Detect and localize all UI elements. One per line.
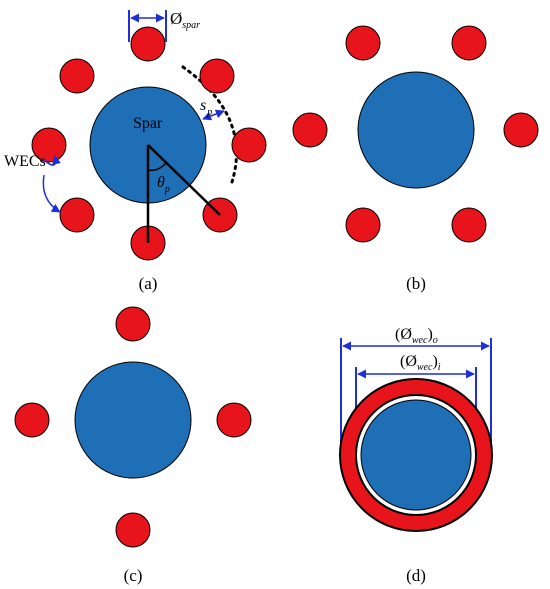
wec-circle bbox=[14, 402, 50, 438]
spar-circle bbox=[357, 71, 475, 189]
spacing-arrow bbox=[202, 109, 225, 121]
caption-c: (c) bbox=[124, 566, 143, 585]
inner-diameter-label: (Øwec)i bbox=[400, 353, 441, 373]
wec-circle bbox=[31, 127, 67, 163]
wec-circle bbox=[130, 26, 166, 62]
wec-circle bbox=[231, 127, 267, 163]
caption-b: (b) bbox=[406, 274, 426, 293]
diameter-spar-label: Øspar bbox=[170, 9, 200, 31]
spacing-label: sp bbox=[200, 97, 212, 118]
angle-ray-diagonal bbox=[147, 144, 221, 216]
wec-circle bbox=[451, 25, 487, 61]
spar-label: Spar bbox=[133, 115, 163, 132]
wec-circle bbox=[115, 306, 151, 342]
caption-a: (a) bbox=[139, 274, 158, 293]
wecs-arrow-down bbox=[42, 174, 61, 213]
wecs-arrow-up bbox=[43, 155, 61, 166]
spacing-arc bbox=[181, 65, 238, 184]
spar-circle bbox=[74, 361, 192, 479]
panel-d: (Øwec)o (Øwec)i (d) bbox=[339, 326, 493, 585]
panel-b: (b) bbox=[292, 25, 539, 293]
wec-circle bbox=[59, 197, 95, 233]
wec-circle bbox=[451, 207, 487, 243]
wec-circle bbox=[503, 112, 539, 148]
outer-diameter-label: (Øwec)o bbox=[395, 326, 438, 346]
wec-circle bbox=[199, 58, 235, 94]
wec-circle bbox=[115, 512, 151, 548]
wec-circle bbox=[345, 25, 381, 61]
spar-circle bbox=[360, 399, 472, 511]
panel-c: (c) bbox=[14, 306, 252, 585]
wec-circle bbox=[59, 58, 95, 94]
wec-circle bbox=[345, 207, 381, 243]
angle-arc bbox=[147, 162, 167, 172]
panel-a: Øspar sp Spar θp WECs (a) bbox=[4, 9, 267, 293]
wec-circle bbox=[292, 112, 328, 148]
angle-label: θp bbox=[157, 174, 170, 195]
wec-circle bbox=[216, 402, 252, 438]
caption-d: (d) bbox=[406, 566, 426, 585]
wecs-label: WECs bbox=[4, 153, 46, 170]
